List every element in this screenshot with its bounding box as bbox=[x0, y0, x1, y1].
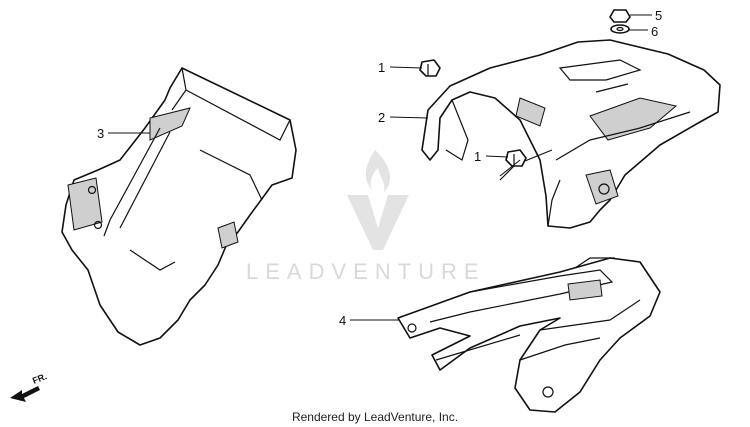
watermark-text: LEADVENTURE bbox=[246, 259, 486, 284]
part-6-washer[interactable] bbox=[610, 24, 630, 34]
part-2-rear-fender[interactable] bbox=[421, 39, 721, 229]
front-direction-indicator: FR. bbox=[10, 371, 48, 402]
footer-credit: Rendered by LeadVenture, Inc. bbox=[291, 410, 459, 424]
front-arrow-icon bbox=[10, 386, 40, 402]
callout-1-lower: 1 bbox=[474, 149, 481, 164]
part-5-nut[interactable] bbox=[609, 9, 631, 23]
callout-1-upper: 1 bbox=[378, 60, 385, 75]
callout-5: 5 bbox=[655, 8, 662, 23]
part-1-clip-lower[interactable] bbox=[499, 149, 527, 177]
part-3-cover[interactable] bbox=[61, 67, 297, 346]
leadventure-watermark: LEADVENTURE bbox=[246, 150, 486, 284]
front-direction-label: FR. bbox=[31, 371, 48, 386]
leader-lines bbox=[108, 14, 652, 321]
watermark-flame-icon bbox=[347, 150, 409, 250]
callout-4: 4 bbox=[339, 313, 346, 328]
callout-2: 2 bbox=[378, 110, 385, 125]
callout-3: 3 bbox=[97, 126, 104, 141]
callout-6: 6 bbox=[651, 24, 658, 39]
part-1-clip-upper[interactable] bbox=[419, 59, 441, 77]
part-4-rear-frame[interactable] bbox=[397, 257, 661, 413]
